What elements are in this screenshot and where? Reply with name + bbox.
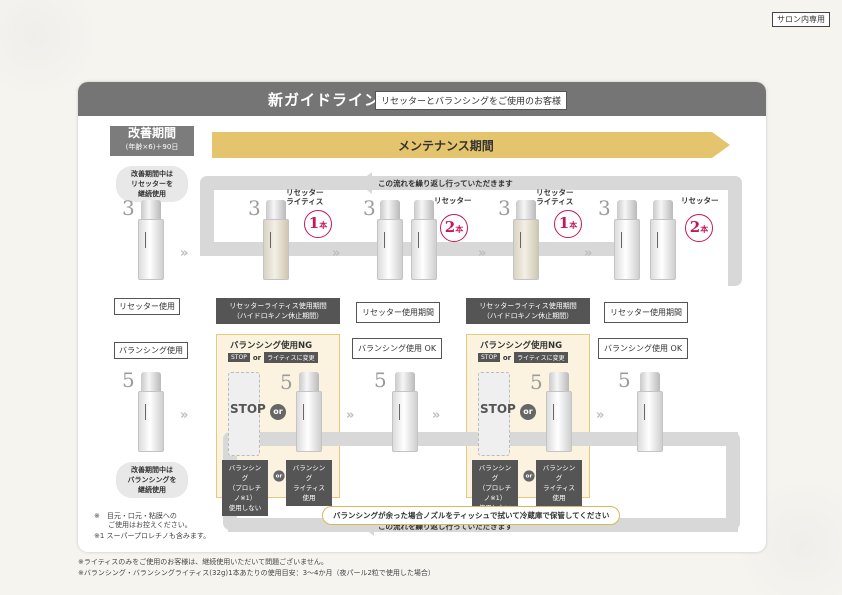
quantity-3: 3 xyxy=(248,196,261,220)
balancing-ok-label: バランシング使用 OK xyxy=(352,338,443,359)
badge-unit: 本 xyxy=(700,224,709,234)
quantity-3: 3 xyxy=(498,196,511,220)
chevron-right-icon: » xyxy=(432,408,441,423)
quantity-5: 5 xyxy=(530,370,543,394)
balancing-lightis-bottle xyxy=(294,372,324,452)
balancing-ng-title: バランシング使用NG xyxy=(230,341,313,351)
quantity-3: 3 xyxy=(363,196,376,220)
resetter-lightis-period: リセッターライティス使用期間 （ハイドロキノン休止期間） xyxy=(216,298,340,324)
option-lightis-use: バランシング ライティス 使用 xyxy=(286,460,332,506)
page-title: 新ガイドライン xyxy=(268,91,381,109)
loop-text-bottom: この流れを繰り返し行っていただきます xyxy=(378,522,513,531)
kaizen-formula: (年齢×6)＋90日 xyxy=(125,143,179,151)
or-circle: or xyxy=(523,470,535,482)
usage-caution: ※ 目元・口元・粘膜への ご使用はお控えください。 xyxy=(94,512,192,529)
resetter-period: リセッター使用期間 xyxy=(604,302,688,323)
badge-unit: 本 xyxy=(569,220,578,230)
resetter-bottle xyxy=(409,200,439,280)
kaizen-note-bottom: 改善期間中は バランシングを 継続使用 xyxy=(116,462,188,498)
resetter-label: リセッター xyxy=(681,196,719,205)
loop-band-top xyxy=(208,176,738,190)
resetter-lightis-label: リセッター ライティス xyxy=(536,188,574,206)
footer-note-1: ※ライティスのみをご使用のお客様は、継続使用いただいて問題ございません。 xyxy=(78,558,328,566)
quantity-3: 3 xyxy=(598,196,611,220)
stop-chip: STOP xyxy=(228,353,250,362)
salon-only-tag: サロン内専用 xyxy=(772,12,830,27)
footer-note-2: ※バランシング・バランシングライティス(32g)1本あたりの使用目安：3〜4か月… xyxy=(78,569,435,577)
kaizen-period-label: 改善期間 (年齢×6)＋90日 xyxy=(110,126,194,156)
badge-number: 2 xyxy=(444,218,456,236)
loop-band-right xyxy=(728,176,742,286)
or-circle: or xyxy=(273,470,285,482)
quantity-5: 5 xyxy=(618,368,631,392)
count-badge-1: 1本 xyxy=(304,210,332,238)
or-text: or xyxy=(252,353,262,362)
resetter-lightis-label: リセッター ライティス xyxy=(286,188,324,206)
ng-subline: STOP or ライティスに変更 xyxy=(478,352,568,363)
change-chip: ライティスに変更 xyxy=(264,352,318,363)
stop-text: STOP xyxy=(480,402,516,416)
prorethino-note: ※1 スーパープロレチノも含みます。 xyxy=(94,532,211,540)
chevron-right-icon: » xyxy=(346,408,355,423)
resetter-bottle xyxy=(375,200,405,280)
option-lightis-use: バランシング ライティス 使用 xyxy=(536,460,582,506)
count-badge-2: 2本 xyxy=(440,214,468,242)
balancing-bottle xyxy=(635,372,665,452)
resetter-bottle xyxy=(648,200,678,280)
balancing-ok-label: バランシング使用 OK xyxy=(598,338,689,359)
resetter-period: リセッター使用期間 xyxy=(356,302,440,323)
quantity-5: 5 xyxy=(280,370,293,394)
badge-number: 1 xyxy=(558,214,570,232)
kaizen-title: 改善期間 xyxy=(127,126,176,140)
chevron-right-icon: » xyxy=(478,246,487,261)
badge-number: 2 xyxy=(689,218,701,236)
resetter-lightis-bottle xyxy=(511,200,541,280)
quantity-5: 5 xyxy=(122,368,135,392)
quantity-5: 5 xyxy=(374,368,387,392)
loop-band-bottom-right xyxy=(726,432,740,530)
balancing-lightis-bottle xyxy=(544,372,574,452)
chevron-right-icon: » xyxy=(584,246,593,261)
resetter-bottle xyxy=(136,200,166,280)
resetter-lightis-bottle xyxy=(261,200,291,280)
page-subtitle: リセッターとバランシングをご使用のお客様 xyxy=(375,91,568,110)
guideline-card: 新ガイドライン リセッターとバランシングをご使用のお客様 改善期間 (年齢×6)… xyxy=(78,82,766,552)
resetter-lightis-period: リセッターライティス使用期間 （ハイドロキノン休止期間） xyxy=(466,298,590,324)
resetter-use-label: リセッター使用 xyxy=(114,298,180,315)
loop-band-left xyxy=(200,176,214,251)
maintenance-arrow xyxy=(212,132,730,158)
balancing-bottle xyxy=(136,372,166,452)
stop-chip: STOP xyxy=(478,353,500,362)
kaizen-note-top: 改善期間中は リセッターを 継続使用 xyxy=(116,166,188,202)
chevron-right-icon: » xyxy=(180,246,189,261)
loop-arrow-head xyxy=(358,172,372,194)
stop-text: STOP xyxy=(230,402,266,416)
or-circle: or xyxy=(520,404,536,420)
maintenance-label: メンテナンス期間 xyxy=(398,139,494,153)
or-circle: or xyxy=(270,404,286,420)
balancing-use-label: バランシング使用 xyxy=(114,342,188,359)
storage-note: バランシングが余った場合ノズルをティッシュで拭いて冷蔵庫で保管してください xyxy=(322,506,621,525)
balancing-bottle xyxy=(390,372,420,452)
resetter-bottle xyxy=(612,200,642,280)
badge-unit: 本 xyxy=(319,220,328,230)
chevron-right-icon: » xyxy=(180,408,189,423)
badge-unit: 本 xyxy=(455,224,464,234)
chevron-right-icon: » xyxy=(596,408,605,423)
option-no-use: バランシング （プロレチノ※1） 使用しない xyxy=(222,460,268,516)
badge-number: 1 xyxy=(308,214,320,232)
balancing-ng-title: バランシング使用NG xyxy=(480,341,563,351)
quantity-3: 3 xyxy=(122,196,135,220)
resetter-label: リセッター xyxy=(434,196,472,205)
or-text: or xyxy=(502,353,512,362)
count-badge-1: 1本 xyxy=(554,210,582,238)
change-chip: ライティスに変更 xyxy=(514,352,568,363)
stopped-bottle xyxy=(228,372,260,456)
ng-subline: STOP or ライティスに変更 xyxy=(228,352,318,363)
loop-text-top: この流れを繰り返し行っていただきます xyxy=(378,179,513,188)
count-badge-2: 2本 xyxy=(685,214,713,242)
chevron-right-icon: » xyxy=(332,246,341,261)
stopped-bottle xyxy=(478,372,510,456)
